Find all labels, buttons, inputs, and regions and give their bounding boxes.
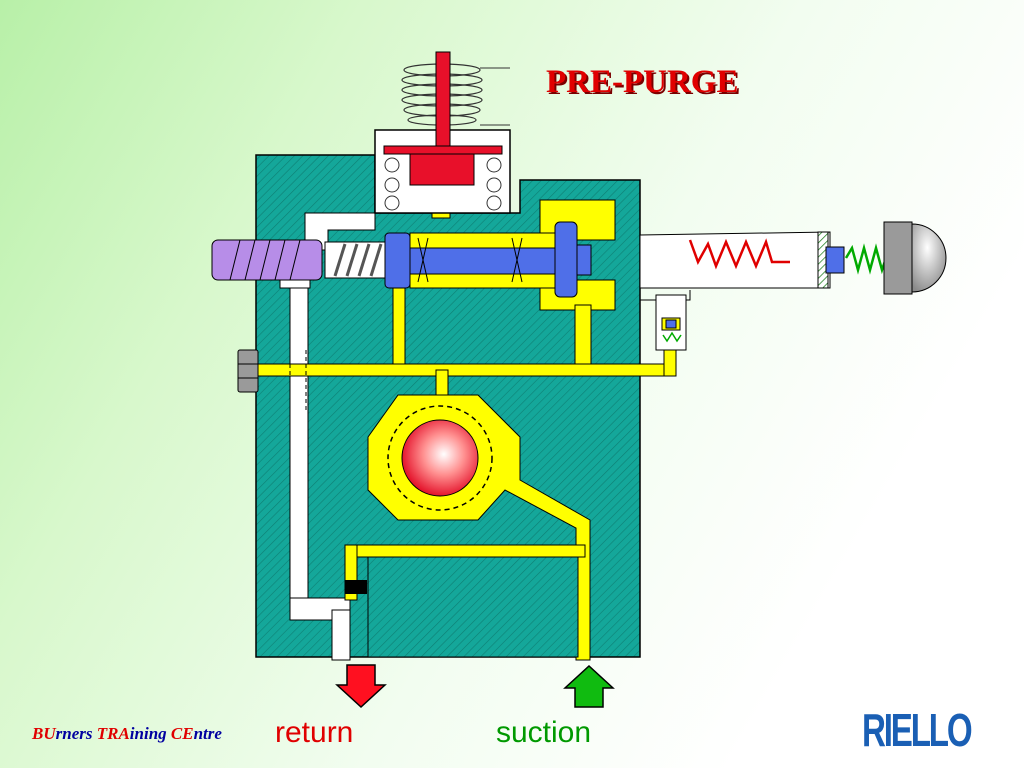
nozzle-plug — [345, 580, 367, 594]
return-label: return — [275, 716, 354, 749]
bleed-screw — [237, 349, 307, 410]
footer-brand: BUrners TRAining CEntre — [32, 724, 222, 744]
valve-spool — [211, 221, 592, 298]
footer-part: rners — [55, 724, 97, 743]
suction-arrow — [563, 664, 615, 708]
cutoff-piston-housing — [639, 221, 947, 301]
footer-part: TRA — [96, 724, 130, 743]
pressure-adjust-spring — [374, 51, 511, 214]
footer-part: CE — [170, 724, 194, 743]
solenoid-plunger — [211, 239, 323, 281]
riello-logo: RIELLO — [862, 704, 973, 756]
return-arrow — [335, 664, 387, 709]
footer-part: ntre — [193, 724, 222, 743]
lower-block — [367, 556, 579, 658]
page-title: PRE-PURGE — [546, 64, 739, 100]
footer-part: ining — [129, 724, 171, 743]
footer-part: BU — [32, 724, 56, 743]
pressure-regulator-valve — [387, 405, 493, 511]
suction-label: suction — [496, 716, 592, 749]
check-valve — [655, 294, 687, 351]
cutoff-spring — [688, 238, 790, 270]
